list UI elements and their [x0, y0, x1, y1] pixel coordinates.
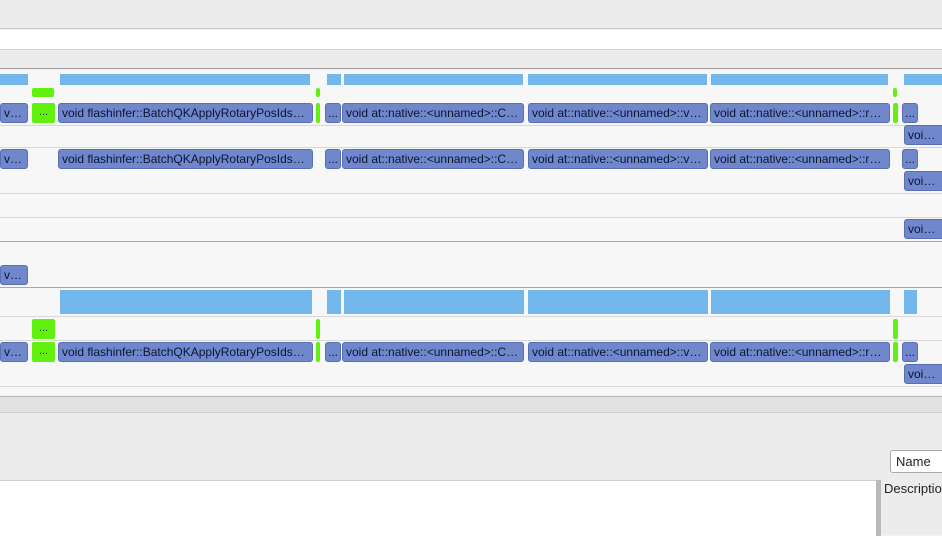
kernel-block-green[interactable]: ...	[32, 342, 55, 362]
column-select-dropdown[interactable]: Name	[890, 450, 942, 473]
kernel-block[interactable]: ...	[325, 342, 341, 362]
row-separator	[0, 193, 942, 194]
stream-activity-bar[interactable]	[344, 74, 523, 85]
stream-activity-bar[interactable]	[711, 290, 890, 314]
details-canvas[interactable]	[0, 480, 876, 536]
stream-activity-bar[interactable]	[528, 74, 707, 85]
kernel-block[interactable]: void flashinfer::BatchQKApplyRotaryPosId…	[58, 149, 313, 169]
stream-activity-bar[interactable]	[327, 74, 341, 85]
kernel-block[interactable]: voi...	[0, 265, 28, 285]
kernel-block[interactable]: void at::native::<unnamed>::vectorized_e…	[528, 103, 708, 123]
kernel-block[interactable]: void cu	[904, 125, 942, 145]
kernel-block-green[interactable]	[893, 103, 898, 123]
row-separator	[0, 147, 942, 148]
stream-activity-bar[interactable]	[711, 74, 888, 85]
timeline-search-bar[interactable]	[0, 30, 942, 50]
kernel-block[interactable]: void cu	[904, 219, 942, 239]
stream-activity-bar[interactable]	[0, 74, 28, 85]
kernel-block[interactable]: voi...	[0, 149, 28, 169]
kernel-block[interactable]: void at::native::<unnamed>::CatArrayBatc…	[342, 342, 524, 362]
pane-splitter[interactable]	[876, 480, 881, 536]
stream-activity-bar[interactable]	[60, 290, 312, 314]
kernel-block[interactable]: void cu	[904, 364, 942, 384]
row-separator	[0, 125, 942, 126]
kernel-block-green[interactable]	[893, 342, 898, 362]
kernel-block[interactable]: void at::native::<unnamed>::CatArrayBatc…	[342, 149, 524, 169]
kernel-block[interactable]: void at::native::<unnamed>::reduce_kerne…	[710, 103, 890, 123]
kernel-block[interactable]: void at::native::<unnamed>::vectorized_e…	[528, 342, 708, 362]
kernel-block[interactable]: void flashinfer::BatchQKApplyRotaryPosId…	[58, 103, 313, 123]
description-column-header: Description	[884, 481, 942, 496]
kernel-block-green[interactable]	[316, 103, 320, 123]
kernel-block[interactable]: void at::native::<unnamed>::CatArrayBatc…	[342, 103, 524, 123]
panel-resize-strip[interactable]	[0, 397, 942, 413]
kernel-block-green[interactable]	[893, 319, 898, 339]
kernel-block[interactable]: voi...	[0, 342, 28, 362]
track-group-separator	[0, 241, 942, 242]
stream-activity-bar[interactable]	[327, 290, 341, 314]
track-group-separator	[0, 287, 942, 288]
kernel-block[interactable]: void at::native::<unnamed>::reduce_kerne…	[710, 149, 890, 169]
top-toolbar	[0, 0, 942, 29]
row-separator	[0, 340, 942, 341]
kernel-block[interactable]: void flashinfer::BatchQKApplyRotaryPosId…	[58, 342, 313, 362]
kernel-block-green[interactable]: ...	[32, 103, 55, 123]
kernel-block-green[interactable]: ...	[32, 319, 55, 339]
stream-activity-bar[interactable]	[904, 74, 942, 85]
kernel-block-green[interactable]	[316, 319, 320, 339]
kernel-block[interactable]: void at::native::<unnamed>::vectorized_e…	[528, 149, 708, 169]
kernel-block[interactable]: ...	[902, 149, 918, 169]
green-activity-marker[interactable]	[893, 88, 897, 97]
timeline-ruler[interactable]	[0, 51, 942, 69]
bottom-panel: Name Description	[0, 396, 942, 536]
kernel-block[interactable]: ...	[325, 149, 341, 169]
row-separator	[0, 217, 942, 218]
stream-activity-bar[interactable]	[904, 290, 917, 314]
green-activity-marker[interactable]	[32, 88, 54, 97]
stream-activity-bar[interactable]	[528, 290, 708, 314]
row-separator	[0, 316, 942, 317]
kernel-block-green[interactable]	[316, 342, 320, 362]
kernel-block[interactable]: void at::native::<unnamed>::reduce_kerne…	[710, 342, 890, 362]
kernel-block[interactable]: ...	[325, 103, 341, 123]
kernel-block[interactable]: void cu	[904, 171, 942, 191]
kernel-block[interactable]: ...	[902, 342, 918, 362]
stream-activity-bar[interactable]	[344, 290, 524, 314]
row-separator	[0, 386, 942, 387]
stream-activity-bar[interactable]	[60, 74, 310, 85]
kernel-block[interactable]: voi...	[0, 103, 28, 123]
green-activity-marker[interactable]	[316, 88, 320, 97]
timeline-tracks[interactable]: voi... ... void flashinfer::BatchQKApply…	[0, 70, 942, 395]
kernel-block[interactable]: ...	[902, 103, 918, 123]
